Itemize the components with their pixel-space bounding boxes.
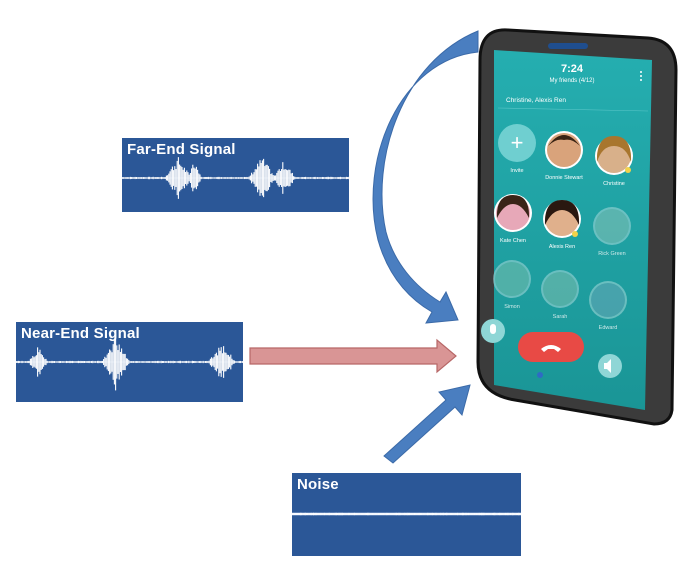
contact-name-3: Kate Chen <box>500 238 526 244</box>
plus-icon: + <box>511 130 524 155</box>
noise-arrow <box>383 384 471 464</box>
near-end-signal-panel: Near-End Signal <box>16 322 243 402</box>
avatar-kate[interactable] <box>494 194 532 232</box>
near-end-arrow <box>249 338 457 374</box>
far-end-label: Far-End Signal <box>127 141 236 158</box>
noise-signal-panel: Noise <box>292 473 521 556</box>
avatar-edward[interactable] <box>589 281 627 319</box>
near-end-label: Near-End Signal <box>21 325 140 342</box>
noise-waveform <box>292 512 521 516</box>
noise-label: Noise <box>297 476 339 493</box>
avatar-rick[interactable] <box>593 207 631 245</box>
far-end-curved-arrow <box>372 30 479 324</box>
menu-dots-icon[interactable] <box>640 71 642 73</box>
chat-members: Christine, Alexis Ren <box>506 97 566 104</box>
near-end-waveform <box>16 333 243 391</box>
contact-name-6: Simon <box>504 304 520 310</box>
contact-name-1: Donnie Stewart <box>545 175 583 181</box>
microphone-icon <box>490 324 496 334</box>
contact-name-7: Sarah <box>553 314 568 320</box>
avatar-sarah[interactable] <box>541 270 579 308</box>
hang-up-icon <box>541 345 561 352</box>
far-end-signal-panel: Far-End Signal <box>122 138 349 212</box>
phone-speaker <box>548 43 588 49</box>
phone-home-button <box>537 372 543 378</box>
avatar-christine[interactable] <box>595 136 633 175</box>
phone-time: 7:24 <box>561 63 584 75</box>
avatar-alexis[interactable] <box>543 200 581 238</box>
contact-name-4: Alexis Ren <box>549 244 575 250</box>
contact-name-2: Christine <box>603 181 625 187</box>
contact-name-8: Edward <box>599 325 618 331</box>
menu-dots-icon-3 <box>640 79 642 81</box>
speaker-icon <box>604 359 611 373</box>
smartphone: 7:24 My friends (4/12) Christine, Alexis… <box>476 28 678 426</box>
avatar-simon[interactable] <box>493 260 531 298</box>
contact-name-0: Invite <box>510 168 523 174</box>
avatar-donnie[interactable] <box>545 131 583 169</box>
group-title: My friends (4/12) <box>549 78 594 84</box>
far-end-waveform <box>122 157 349 199</box>
menu-dots-icon-2 <box>640 75 642 77</box>
contact-name-5: Rick Green <box>598 251 626 257</box>
invite-button[interactable] <box>498 124 536 162</box>
